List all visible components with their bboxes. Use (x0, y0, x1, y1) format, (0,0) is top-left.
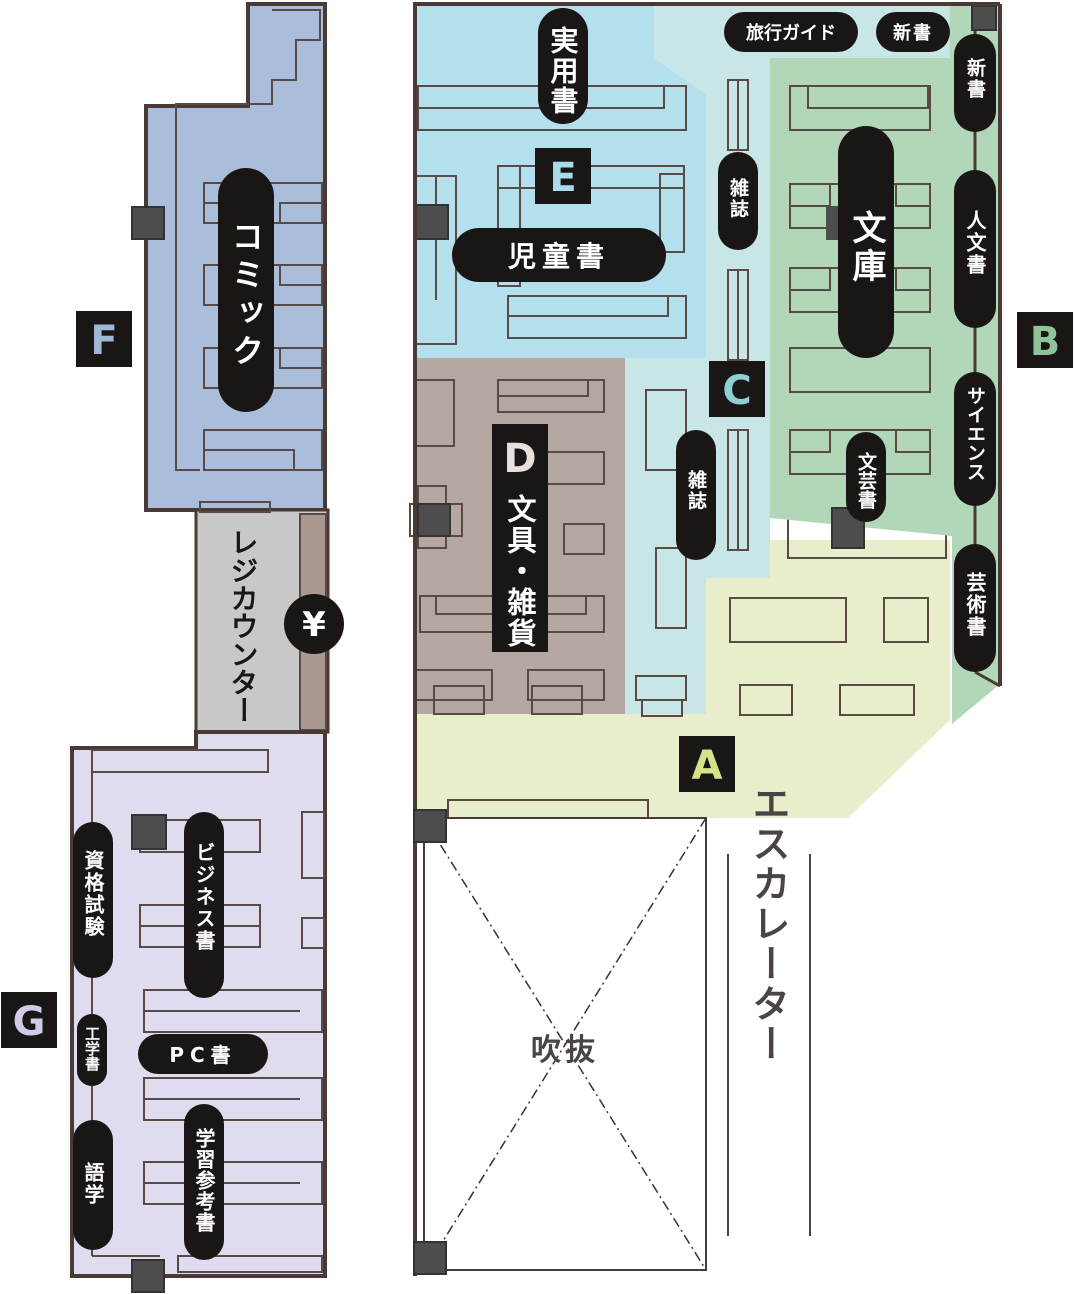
zone-b-area (770, 4, 1002, 724)
zone-g-area (70, 730, 327, 1293)
category-geijutsu[interactable]: 芸術書 (954, 544, 996, 672)
svg-text:文具・雑貨: 文具・雑貨 (503, 493, 538, 649)
svg-text:¥: ¥ (302, 605, 326, 645)
svg-text:サイエンス: サイエンス (964, 386, 986, 481)
category-pc[interactable]: PC書 (138, 1034, 268, 1074)
category-shinsho-side[interactable]: 新書 (954, 34, 996, 132)
category-jidosho[interactable]: 児童書 (452, 228, 666, 282)
zone-letter-a: A (679, 736, 735, 792)
svg-text:新書: 新書 (893, 22, 933, 44)
category-shinsho-top[interactable]: 新書 (876, 12, 950, 52)
svg-text:F: F (90, 318, 117, 364)
svg-text:芸術書: 芸術書 (963, 572, 987, 638)
svg-text:C: C (722, 368, 751, 414)
category-comic[interactable]: コミック (218, 168, 274, 412)
category-gogaku[interactable]: 語学 (73, 1120, 113, 1250)
yen-icon: ¥ (284, 594, 344, 654)
category-kogaku[interactable]: 工学書 (77, 1014, 107, 1086)
category-bungei[interactable]: 文芸書 (846, 432, 886, 522)
category-science[interactable]: サイエンス (954, 372, 996, 506)
escalator-label: エスカレーター (746, 784, 790, 1064)
zone-letter-g: G (1, 992, 57, 1048)
svg-text:文芸書: 文芸書 (855, 451, 877, 510)
svg-text:コミック: コミック (227, 220, 265, 372)
svg-text:語学: 語学 (81, 1161, 105, 1206)
svg-text:学習参考書: 学習参考書 (192, 1127, 216, 1233)
svg-text:PC書: PC書 (169, 1043, 236, 1067)
category-bunko[interactable]: 文庫 (838, 126, 894, 358)
svg-text:工学書: 工学書 (83, 1026, 101, 1072)
svg-text:雑誌: 雑誌 (727, 177, 750, 220)
category-jinbun[interactable]: 人文書 (954, 170, 996, 328)
zone-letter-e: E (535, 148, 591, 204)
svg-text:D: D (503, 436, 536, 482)
category-jitsuyo[interactable]: 実用書 (538, 8, 588, 124)
category-business[interactable]: ビジネス書 (184, 812, 224, 998)
svg-text:新書: 新書 (964, 57, 986, 100)
svg-text:E: E (549, 155, 576, 201)
category-bungu[interactable]: D 文具・雑貨 (492, 424, 548, 652)
svg-text:旅行ガイド: 旅行ガイド (746, 22, 836, 44)
svg-text:資格試験: 資格試験 (81, 849, 105, 938)
svg-text:雑誌: 雑誌 (685, 469, 708, 512)
category-gakushu[interactable]: 学習参考書 (184, 1104, 224, 1260)
atrium-label: 吹抜 (531, 1033, 599, 1068)
register-label: レジカウンター (227, 528, 260, 724)
zone-letter-c: C (709, 361, 765, 417)
svg-text:人文書: 人文書 (963, 210, 987, 276)
svg-text:レジカウンター: レジカウンター (227, 528, 260, 724)
svg-text:ビジネス書: ビジネス書 (192, 842, 216, 952)
category-shikaku[interactable]: 資格試験 (73, 822, 113, 978)
svg-text:G: G (13, 999, 46, 1045)
svg-text:児童書: 児童書 (508, 240, 610, 273)
escalator: エスカレーター (727, 784, 811, 1236)
atrium-void: 吹抜 (413, 809, 707, 1276)
zone-letter-f: F (76, 311, 132, 367)
svg-text:B: B (1030, 319, 1061, 365)
zone-letter-b: B (1017, 312, 1073, 368)
category-zasshi-upper[interactable]: 雑誌 (718, 152, 758, 250)
category-zasshi-lower[interactable]: 雑誌 (676, 430, 716, 560)
svg-text:A: A (692, 743, 723, 789)
category-ryoko[interactable]: 旅行ガイド (724, 12, 858, 52)
svg-text:実用書: 実用書 (547, 25, 580, 116)
svg-text:文庫: 文庫 (846, 210, 886, 286)
zone-d-area (409, 358, 625, 715)
